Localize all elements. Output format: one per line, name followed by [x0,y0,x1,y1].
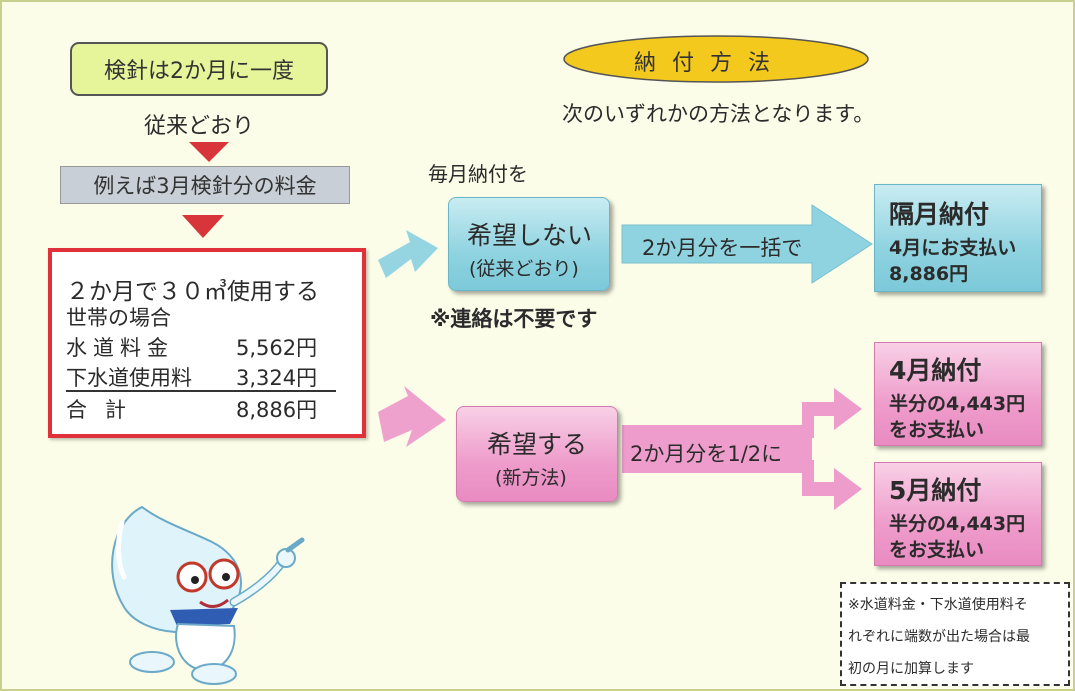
water-fee-amount: 5,562円 [236,336,318,360]
april-line-2: をお支払い [889,419,985,441]
may-title: 5月納付 [889,476,982,505]
option-yes-label: 希望する [487,430,588,459]
arrow-to-option-no [378,230,438,278]
option-no-sub: (従来どおり) [469,258,579,280]
no-contact-note: ※連絡は不要です [430,307,598,331]
may-payment-box: 5月納付 半分の4,443円 をお支払い [874,462,1042,566]
example-fee-box: ２か月で３０㎥使用する 世帯の場合 水道料金 5,562円 下水道使用料 3,3… [48,248,366,438]
monthly-payment-prompt: 毎月納付を [428,162,528,186]
meter-reading-text: 検針は2か月に一度 [104,59,294,84]
bulk-payment-text: 2か月分を一括で [642,236,803,260]
option-no-box: 希望しない (従来どおり) [448,197,610,291]
footnote-line-1: ※水道料金・下水道使用料そ [848,597,1028,613]
payment-title-oval [563,35,869,83]
half-payment-text: 2か月分を1/2に [630,442,783,466]
payment-title: 納付方法 [634,51,787,76]
example-label-text: 例えば3月検針分の料金 [93,174,317,198]
april-line-1: 半分の4,443円 [889,393,1026,415]
sewer-fee-amount: 3,324円 [236,366,318,390]
april-payment-box: 4月納付 半分の4,443円 をお支払い [874,342,1042,446]
example-line-1: ２か月で３０㎥使用する [66,279,319,305]
sewer-fee-label: 下水道使用料 [66,366,192,390]
option-yes-sub: (新方法) [495,467,567,489]
bimonthly-line-1: 4月にお支払い [889,237,1017,259]
bimonthly-line-2: 8,886円 [889,263,969,285]
split-arrow-shape [622,388,862,510]
arrow-to-option-yes [378,386,446,447]
sum-divider-line [66,390,336,392]
down-arrow-2 [182,215,224,238]
down-arrow-1 [189,142,229,162]
arrow-bulk-payment [621,204,873,284]
total-amount: 8,886円 [236,398,318,422]
total-label: 合計 [66,398,144,422]
bimonthly-payment-box: 隔月納付 4月にお支払い 8,886円 [874,184,1042,292]
as-before-text: 従来どおり [144,114,255,139]
may-line-2: をお支払い [889,539,985,561]
water-fee-label: 水道料金 [66,336,174,360]
footnote-line-2: れぞれに端数が出た場合は最 [848,629,1030,645]
footnote-box: ※水道料金・下水道使用料そ れぞれに端数が出た場合は最 初の月に加算します [840,582,1070,686]
example-label-box: 例えば3月検針分の料金 [60,166,350,204]
option-no-label: 希望しない [467,221,593,250]
bimonthly-title: 隔月納付 [889,200,990,229]
option-yes-box: 希望する (新方法) [456,406,618,502]
mascot-illustration [111,505,305,685]
may-line-1: 半分の4,443円 [889,513,1026,535]
example-line-2: 世帯の場合 [66,306,171,330]
footnote-line-3: 初の月に加算します [848,661,974,677]
payment-subtitle: 次のいずれかの方法となります。 [562,102,875,126]
meter-reading-box: 検針は2か月に一度 [70,42,328,96]
april-title: 4月納付 [889,356,982,385]
